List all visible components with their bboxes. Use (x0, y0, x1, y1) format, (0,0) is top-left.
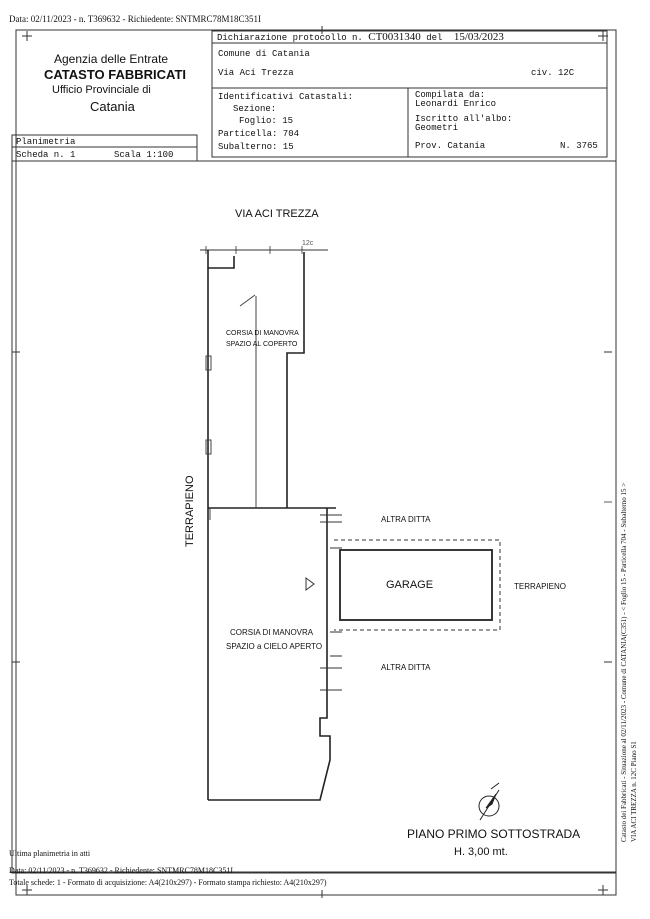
compilata-name: Leonardi Enrico (415, 99, 497, 109)
footer-line2: Totale schede: 1 - Formato di acquisizio… (9, 878, 327, 887)
identificativi-title: Identificativi Catastali: (218, 92, 354, 102)
altezza-label: H. 3,00 mt. (454, 846, 508, 858)
terrapieno-left: TERRAPIENO (184, 475, 196, 547)
side-text-address: VIA ACI TREZZA n. 12C Piano S1 (630, 741, 638, 842)
compilata-prov: Prov. Catania (415, 141, 486, 151)
garage-label: GARAGE (386, 579, 434, 591)
footer-line1: Data: 02/11/2023 - n. T369632 - Richiede… (9, 866, 233, 875)
address: Via Aci Trezza (218, 68, 294, 78)
ultima-planimetria: Ultima planimetria in atti (9, 849, 91, 858)
agency-line4: Catania (90, 99, 135, 114)
planimetria-scala: Scala 1:100 (114, 150, 174, 160)
corsia-coperto-line1: CORSIA DI MANOVRA (226, 330, 299, 337)
identificativi-particella: Particella: 704 (218, 129, 300, 139)
dichiarazione-label: Dichiarazione protocollo n. (217, 33, 363, 43)
compilata-albo: Geometri (415, 123, 459, 133)
comune: Comune di Catania (218, 49, 310, 59)
street-label: VIA ACI TREZZA (235, 208, 319, 220)
agency-line1: Agenzia delle Entrate (54, 52, 169, 66)
corsia-coperto-line2: SPAZIO AL COPERTO (226, 341, 298, 348)
compilata-num: N. 3765 (560, 141, 598, 151)
corsia-aperto-line1: CORSIA DI MANOVRA (230, 628, 314, 637)
identificativi-subalterno: Subalterno: 15 (218, 142, 294, 152)
top-meta: Data: 02/11/2023 - n. T369632 - Richiede… (9, 14, 261, 24)
dichiarazione-row: Dichiarazione protocollo n. CT0031340 de… (217, 31, 504, 43)
planimetria-scheda: Scheda n. 1 (16, 150, 76, 160)
civic-mark: 12c (302, 240, 314, 247)
dichiarazione-number: CT0031340 (368, 31, 421, 43)
civico: civ. 12C (531, 68, 575, 78)
planimetria-title: Planimetria (16, 137, 76, 147)
compilata-iscritto: Iscritto all'albo: (415, 114, 513, 124)
corsia-aperto-line2: SPAZIO a CIELO APERTO (226, 642, 323, 651)
terrapieno-right: TERRAPIENO (514, 582, 567, 591)
compilata-title: Compilata da: (415, 90, 486, 100)
dichiarazione-date: 15/03/2023 (453, 31, 504, 43)
agency-line2: CATASTO FABBRICATI (44, 67, 187, 82)
side-text-catasto: Catasto dei Fabbricati - Situazione al 0… (620, 482, 628, 842)
dichiarazione-del: del (426, 33, 443, 43)
piano-label: PIANO PRIMO SOTTOSTRADA (407, 827, 581, 841)
agency-line3: Ufficio Provinciale di (52, 84, 151, 96)
altra-ditta-bottom: ALTRA DITTA (381, 663, 431, 672)
identificativi-sezione: Sezione: (233, 104, 277, 114)
altra-ditta-top: ALTRA DITTA (381, 515, 431, 524)
identificativi-foglio: Foglio: 15 (239, 116, 294, 126)
